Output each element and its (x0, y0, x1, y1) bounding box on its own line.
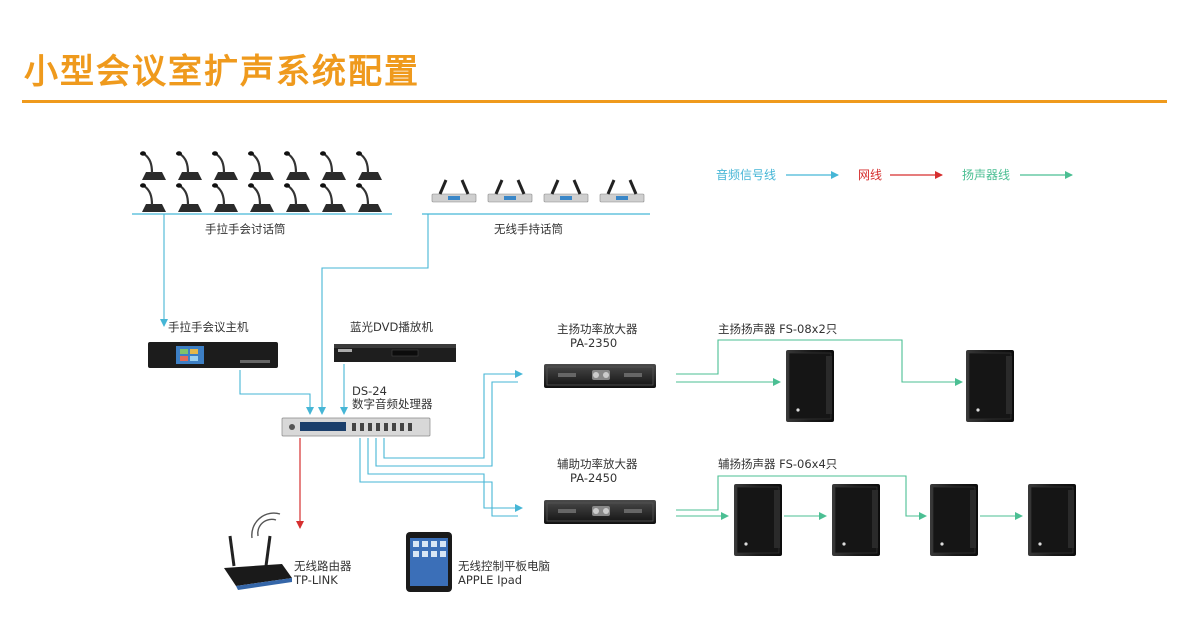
main-speakers-label: 主扬扬声器 FS-08x2只 (718, 322, 837, 336)
aux-speaker-3 (929, 483, 979, 557)
ipad-label: 无线控制平板电脑 (458, 559, 550, 573)
title-underline (22, 100, 1167, 103)
main-speaker-2 (965, 349, 1015, 423)
wireless-mic-receivers (422, 178, 650, 215)
speaker-lines (676, 339, 1023, 520)
gooseneck-mic-array (132, 150, 392, 215)
main-amp-model-label: PA-2350 (570, 336, 617, 350)
gooseneck-mics-label: 手拉手会讨话筒 (205, 222, 286, 236)
aux-speaker-4 (1027, 483, 1077, 557)
wireless-mics-label: 无线手持话筒 (494, 222, 563, 236)
audio-signal-lines (160, 214, 523, 517)
aux-amp-unit (543, 499, 657, 525)
aux-amp-model-label: PA-2450 (570, 471, 617, 485)
aux-speakers-label: 辅扬扬声器 FS-06x4只 (718, 457, 837, 471)
wireless-router-unit (224, 512, 292, 590)
processor-name-label: 数字音频处理器 (352, 397, 433, 411)
main-amp-unit (543, 363, 657, 389)
dvd-label: 蓝光DVD播放机 (350, 320, 433, 334)
router-model-label: TP-LINK (293, 573, 338, 587)
ipad-model-label: APPLE Ipad (458, 573, 522, 587)
main-speaker-1 (785, 349, 835, 423)
aux-amp-label: 辅助功率放大器 (557, 457, 638, 471)
dvd-player-unit (334, 344, 456, 362)
legend-network-label: 网线 (858, 168, 882, 182)
processor-unit (281, 417, 431, 437)
aux-speaker-1 (733, 483, 783, 557)
conference-host-label: 手拉手会议主机 (168, 320, 249, 334)
legend: 音频信号线 网线 扬声器线 (716, 167, 1073, 182)
aux-speaker-2 (831, 483, 881, 557)
processor-model-label: DS-24 (352, 384, 387, 398)
router-label: 无线路由器 (294, 559, 352, 573)
page-title: 小型会议室扩声系统配置 (24, 52, 420, 92)
ipad-unit (406, 532, 452, 592)
conference-host-unit (148, 342, 278, 368)
legend-audio-label: 音频信号线 (716, 167, 776, 182)
legend-speaker-label: 扬声器线 (962, 167, 1010, 182)
main-amp-label: 主扬功率放大器 (557, 322, 638, 336)
